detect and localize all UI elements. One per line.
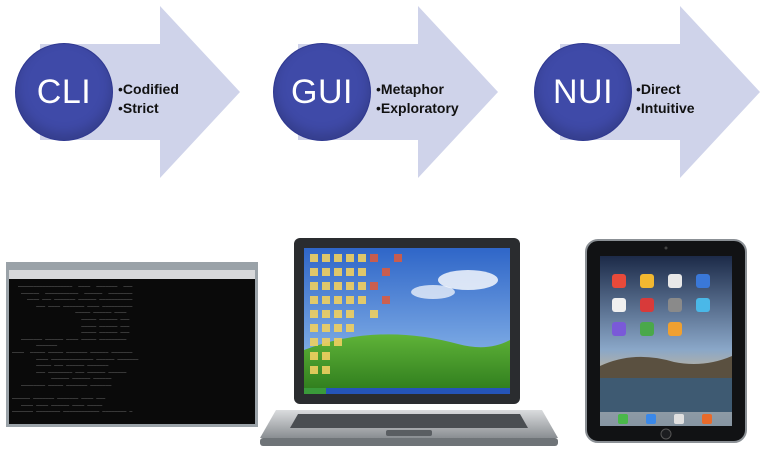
gui-bullet-2: Exploratory (376, 99, 459, 118)
cli-bullet-1: Codified (118, 80, 179, 99)
cli-circle: CLI (16, 44, 112, 140)
terminal-window-icon: __________________ ____ _______ ___ ____… (6, 262, 258, 427)
laptop-icon (258, 232, 560, 452)
cli-bullets: Codified Strict (118, 80, 179, 118)
nui-bullets: Direct Intuitive (636, 80, 695, 118)
nui-bullet-1: Direct (636, 80, 695, 99)
terminal-menubar (9, 270, 255, 279)
cli-bullet-2: Strict (118, 99, 179, 118)
gui-label: GUI (291, 72, 353, 111)
gui-bullets: Metaphor Exploratory (376, 80, 459, 118)
nui-label: NUI (552, 72, 614, 111)
gui-circle: GUI (274, 44, 370, 140)
nui-bullet-2: Intuitive (636, 99, 695, 118)
tablet-icon (584, 238, 748, 444)
gui-bullet-1: Metaphor (376, 80, 459, 99)
nui-circle: NUI (535, 44, 631, 140)
terminal-text-decoration: __________________ ____ _______ ___ ____… (12, 281, 139, 413)
interface-evolution-diagram: CLI GUI NUI Codified Strict Metaphor Exp… (0, 0, 773, 200)
cli-label: CLI (36, 72, 92, 111)
